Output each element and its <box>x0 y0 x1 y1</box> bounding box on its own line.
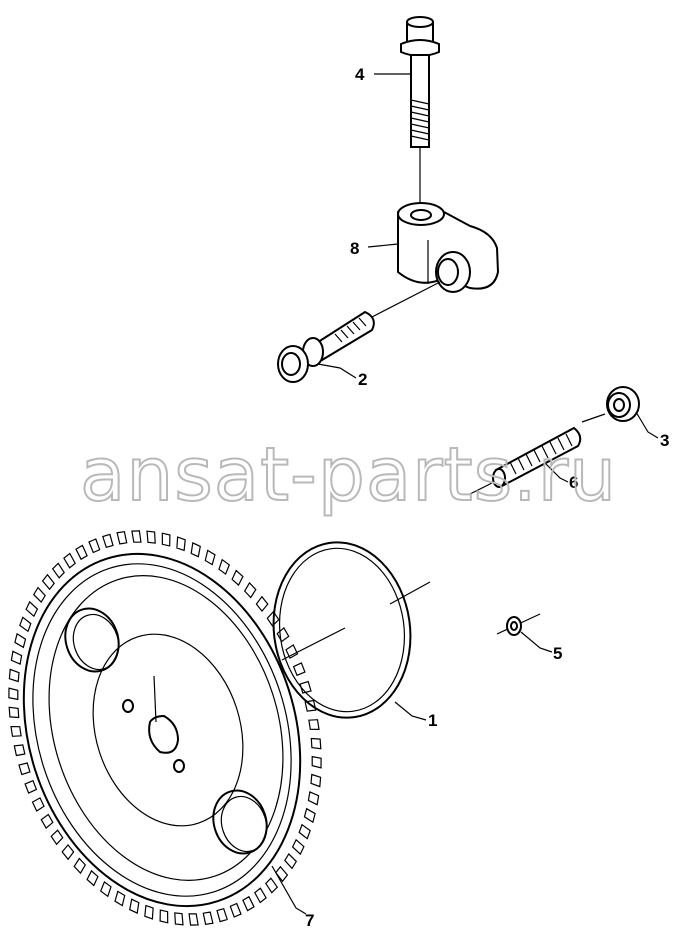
callout-5: 5 <box>553 644 562 663</box>
gear-teeth <box>8 530 322 926</box>
part-2-bolt <box>277 281 441 383</box>
callout-3: 3 <box>660 431 669 450</box>
callout-4: 4 <box>355 65 365 84</box>
callout-8: 8 <box>350 239 359 258</box>
part-5-washer <box>496 613 541 636</box>
callout-leaders <box>271 73 659 915</box>
part-6-stud <box>469 426 582 495</box>
callout-labels: 4 8 2 3 6 5 1 7 <box>305 65 669 930</box>
part-8-bracket <box>397 202 500 293</box>
callout-2: 2 <box>358 370 367 389</box>
callout-6: 6 <box>569 473 578 492</box>
callout-7: 7 <box>305 911 314 930</box>
watermark: ansat-parts.ru <box>80 432 617 518</box>
part-3-nut <box>581 386 640 423</box>
part-4-bolt <box>400 16 440 215</box>
callout-1: 1 <box>428 711 437 730</box>
part-7-gear <box>8 530 322 926</box>
